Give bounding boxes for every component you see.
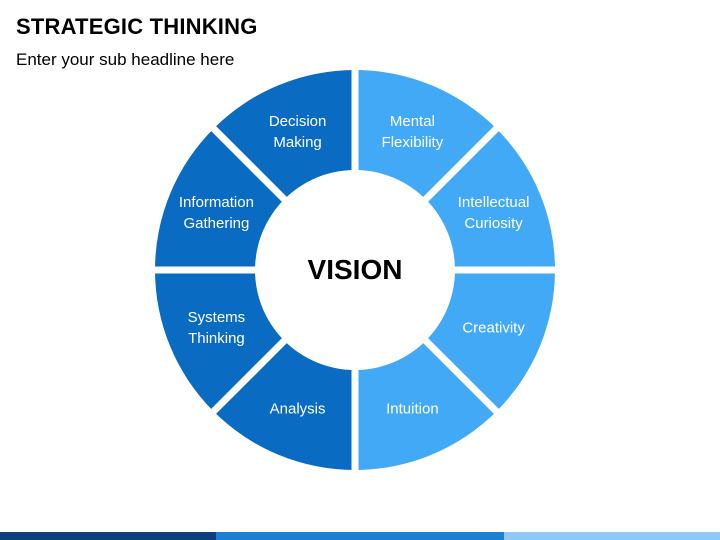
segment-divider: [207, 122, 291, 206]
center-label: VISION: [308, 254, 403, 285]
segment-information-gathering-label-line: Information: [179, 194, 254, 211]
segment-divider: [207, 334, 291, 418]
segment-decision-making-label-line: Making: [273, 134, 321, 151]
bottom-bar-light: [504, 532, 720, 540]
page-subtitle: Enter your sub headline here: [16, 50, 235, 69]
segment-mental-flexibility-label-line: Flexibility: [382, 134, 444, 151]
segment-creativity-label: Creativity: [462, 319, 525, 336]
segment-mental-flexibility-label-line: Mental: [390, 113, 435, 130]
segment-systems-thinking-label-line: Thinking: [188, 330, 245, 347]
bottom-decorative-bar: [0, 532, 720, 540]
bottom-bar-mid: [216, 532, 504, 540]
segment-intellectual-curiosity-label-line: Intellectual: [458, 194, 530, 211]
segment-analysis-label-line: Analysis: [270, 401, 326, 418]
page-title: STRATEGIC THINKING: [16, 14, 258, 39]
segment-information-gathering-label-line: Gathering: [183, 215, 249, 232]
bottom-bar-dark: [0, 532, 216, 540]
segment-decision-making-label-line: Decision: [269, 113, 327, 130]
segment-intellectual-curiosity-label-line: Curiosity: [464, 215, 523, 232]
segment-intuition-label-line: Intuition: [386, 401, 439, 418]
segment-systems-thinking-label-line: Systems: [188, 309, 246, 326]
segment-analysis-label: Analysis: [270, 401, 326, 418]
segment-intuition-label: Intuition: [386, 401, 439, 418]
segment-divider: [419, 122, 503, 206]
segment-divider: [419, 334, 503, 418]
wheel-gaps: [150, 65, 560, 475]
center-circle: [255, 170, 455, 370]
segment-creativity-label-line: Creativity: [462, 319, 525, 336]
